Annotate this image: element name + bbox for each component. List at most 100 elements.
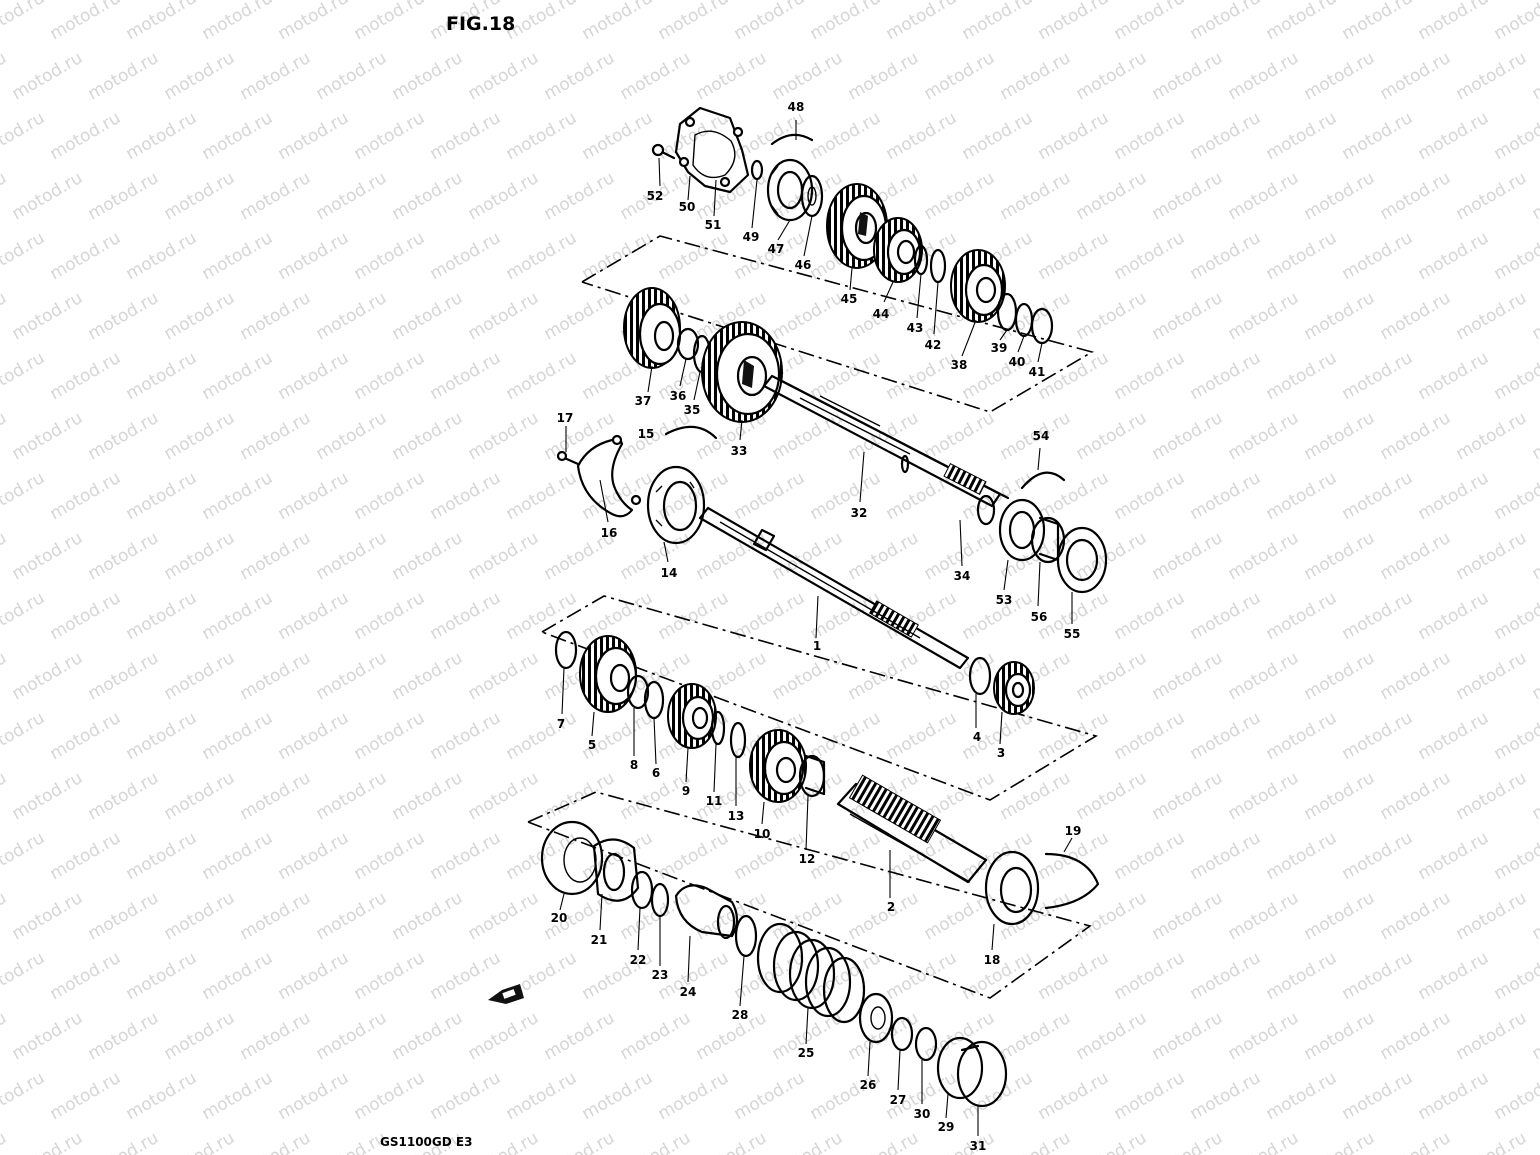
- watermark-text: motod.ru: [1035, 708, 1113, 764]
- bearing-29: [936, 1036, 984, 1100]
- watermark-text: motod.ru: [199, 828, 277, 884]
- watermark-text: motod.ru: [1339, 948, 1417, 1004]
- callout-54: 54: [1033, 429, 1050, 443]
- watermark-text: motod.ru: [845, 528, 923, 584]
- watermark-text: motod.ru: [237, 408, 315, 464]
- watermark-text: motod.ru: [275, 1068, 353, 1124]
- watermark-text: motod.ru: [541, 768, 619, 824]
- callout-48: 48: [788, 100, 805, 114]
- watermark-text: motod.ru: [1187, 588, 1265, 644]
- watermark-text: motod.ru: [465, 1008, 543, 1064]
- watermark-text: motod.ru: [503, 708, 581, 764]
- watermark-text: motod.ru: [123, 948, 201, 1004]
- watermark-text: motod.ru: [351, 108, 429, 164]
- spring-25: [756, 922, 866, 1024]
- snap-ring-48: [770, 133, 814, 146]
- group-box-drive-shaft-clutch: [527, 791, 1092, 999]
- watermark-text: motod.ru: [161, 1008, 239, 1064]
- bearing-18: [984, 850, 1040, 926]
- watermark-text: motod.ru: [85, 48, 163, 104]
- watermark-text: motod.ru: [85, 768, 163, 824]
- watermark-text: motod.ru: [85, 528, 163, 584]
- watermark-text: motod.ru: [655, 1068, 733, 1124]
- watermark-text: motod.ru: [1415, 1068, 1493, 1124]
- watermark-text: motod.ru: [1035, 468, 1113, 524]
- watermark-text: motod.ru: [1035, 228, 1113, 284]
- watermark-text: motod.ru: [1453, 48, 1531, 104]
- watermark-text: motod.ru: [237, 168, 315, 224]
- watermark-text: motod.ru: [541, 288, 619, 344]
- callout-36: 36: [670, 389, 687, 403]
- watermark-text: motod.ru: [123, 108, 201, 164]
- watermark-text: motod.ru: [9, 288, 87, 344]
- bushing-12: [798, 754, 826, 798]
- watermark-text: motod.ru: [161, 288, 239, 344]
- watermark-text: motod.ru: [1111, 0, 1189, 44]
- bearing-retainer-plate: [674, 106, 750, 194]
- watermark-text: motod.ru: [655, 0, 733, 44]
- watermark-text: motod.ru: [1263, 468, 1341, 524]
- watermark-text: motod.ru: [1225, 48, 1303, 104]
- watermark-text: motod.ru: [1453, 408, 1531, 464]
- watermark-text: motod.ru: [1377, 648, 1455, 704]
- watermark-text: motod.ru: [275, 468, 353, 524]
- washer-13: [729, 721, 747, 759]
- watermark-text: motod.ru: [1111, 588, 1189, 644]
- watermark-text: motod.ru: [389, 408, 467, 464]
- watermark-text: motod.ru: [1035, 948, 1113, 1004]
- watermark-text: motod.ru: [85, 888, 163, 944]
- watermark-text: motod.ru: [237, 648, 315, 704]
- callout-31: 31: [970, 1139, 987, 1153]
- watermark-text: motod.ru: [237, 1128, 315, 1155]
- watermark-text: motod.ru: [9, 528, 87, 584]
- watermark-text: motod.ru: [807, 0, 885, 44]
- watermark-text: motod.ru: [617, 1128, 695, 1155]
- watermark-text: motod.ru: [1301, 288, 1379, 344]
- callout-7: 7: [557, 717, 565, 731]
- watermark-text: motod.ru: [1453, 768, 1531, 824]
- watermark-text: motod.ru: [921, 408, 999, 464]
- watermark-text: motod.ru: [769, 408, 847, 464]
- watermark-text: motod.ru: [1529, 1008, 1540, 1064]
- watermark-text: motod.ru: [9, 408, 87, 464]
- watermark-text: motod.ru: [1263, 348, 1341, 404]
- watermark-text: motod.ru: [85, 1128, 163, 1155]
- cam-21: [592, 838, 640, 902]
- washer-22: [630, 870, 654, 910]
- watermark-text: motod.ru: [503, 468, 581, 524]
- watermark-text: motod.ru: [617, 48, 695, 104]
- watermark-text: motod.ru: [0, 1008, 10, 1064]
- watermark-text: motod.ru: [1111, 828, 1189, 884]
- watermark-text: motod.ru: [0, 408, 10, 464]
- watermark-text: motod.ru: [427, 468, 505, 524]
- callout-47: 47: [768, 242, 785, 256]
- watermark-text: motod.ru: [845, 48, 923, 104]
- watermark-text: motod.ru: [465, 408, 543, 464]
- watermark-text: motod.ru: [351, 1068, 429, 1124]
- watermark-text: motod.ru: [351, 348, 429, 404]
- callout-10: 10: [754, 827, 771, 841]
- watermark-text: motod.ru: [123, 468, 201, 524]
- watermark-text: motod.ru: [85, 1008, 163, 1064]
- callout-40: 40: [1009, 355, 1026, 369]
- watermark-text: motod.ru: [883, 348, 961, 404]
- oil-seal-55: [1056, 526, 1108, 594]
- callout-27: 27: [890, 1093, 907, 1107]
- shaft-2: [836, 774, 988, 884]
- watermark-text: motod.ru: [389, 528, 467, 584]
- watermark-text: motod.ru: [199, 108, 277, 164]
- watermark-text: motod.ru: [1453, 648, 1531, 704]
- watermark-text: motod.ru: [1187, 108, 1265, 164]
- callout-49: 49: [743, 230, 760, 244]
- watermark-text: motod.ru: [47, 0, 125, 44]
- callout-41: 41: [1029, 365, 1046, 379]
- gear-10: [749, 729, 807, 803]
- watermark-text: motod.ru: [427, 948, 505, 1004]
- watermark-text: motod.ru: [9, 888, 87, 944]
- callout-38: 38: [951, 358, 968, 372]
- watermark-text: motod.ru: [313, 888, 391, 944]
- watermark-text: motod.ru: [1491, 348, 1540, 404]
- callout-19: 19: [1065, 824, 1082, 838]
- watermark-text: motod.ru: [579, 108, 657, 164]
- drive-shaft-1: [698, 506, 970, 670]
